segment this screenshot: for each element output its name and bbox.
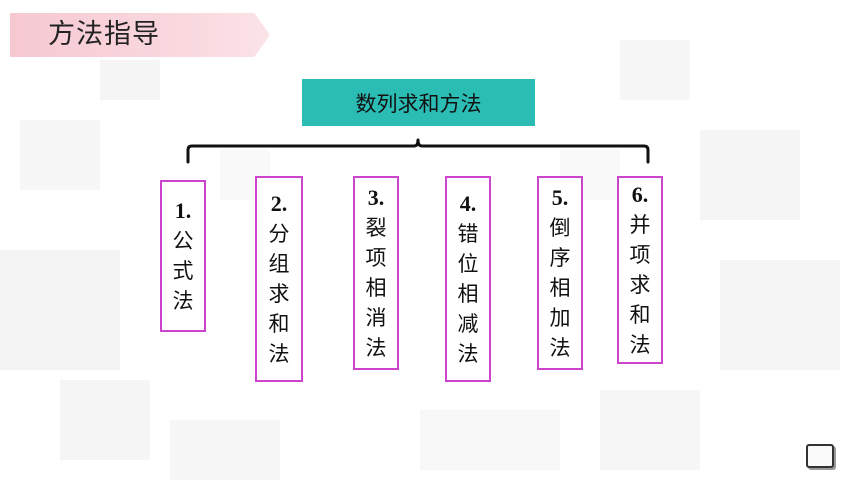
method-char: 序 [549,246,571,270]
method-char: 相 [549,276,571,300]
method-number: 5. [551,185,569,210]
bracket-line [186,138,650,164]
method-number: 4. [459,191,477,216]
method-number: 3. [367,185,385,210]
method-char: 裂 [365,216,387,240]
method-char: 式 [172,259,194,283]
method-char: 加 [549,306,571,330]
method-box-5: 5. 倒 序 相 加 法 [537,176,583,370]
method-char: 减 [457,312,479,336]
method-char: 相 [365,276,387,300]
method-char: 法 [549,336,571,360]
method-char: 求 [268,282,290,306]
method-char: 组 [268,252,290,276]
method-box-3: 3. 裂 项 相 消 法 [353,176,399,370]
method-char: 分 [268,222,290,246]
method-char: 法 [268,342,290,366]
method-box-4: 4. 错 位 相 减 法 [445,176,491,382]
method-char: 和 [268,312,290,336]
method-char: 和 [629,303,651,327]
method-char: 法 [629,333,651,357]
method-char: 公 [172,229,194,253]
method-number: 1. [174,198,192,223]
method-box-6: 6. 并 项 求 和 法 [617,176,663,364]
method-number: 2. [270,191,288,216]
root-node-label: 数列求和方法 [355,91,482,116]
header-banner [10,13,270,57]
method-char: 法 [457,342,479,366]
method-char: 消 [365,306,387,330]
page-corner-icon[interactable] [806,444,834,468]
page-title: 方法指导 [48,19,160,50]
method-number: 6. [631,182,649,207]
method-char: 错 [457,222,479,246]
method-char: 项 [629,243,651,267]
method-char: 并 [629,213,651,237]
method-box-2: 2. 分 组 求 和 法 [255,176,303,382]
method-char: 项 [365,246,387,270]
method-char: 位 [457,252,479,276]
method-box-1: 1. 公 式 法 [160,180,206,332]
method-char: 法 [172,289,194,313]
root-node: 数列求和方法 [302,79,535,126]
method-char: 相 [457,282,479,306]
method-char: 倒 [549,216,571,240]
method-char: 法 [365,336,387,360]
method-char: 求 [629,273,651,297]
